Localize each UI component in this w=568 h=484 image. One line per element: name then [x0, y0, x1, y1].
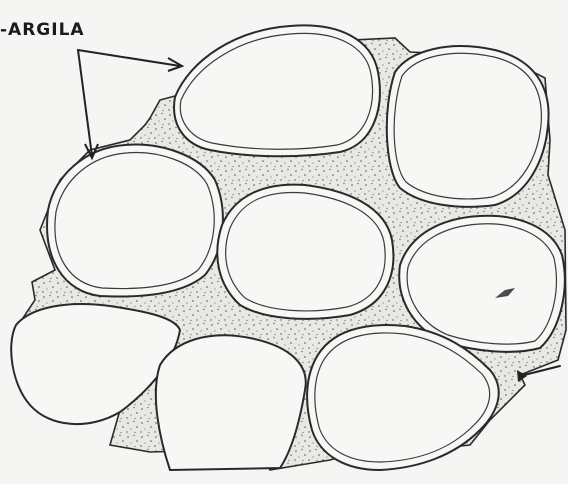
sand-grain-center — [217, 185, 393, 319]
sand-grain-top-right — [387, 46, 549, 207]
arrow-line-down — [78, 50, 92, 156]
arrow-line-right — [78, 50, 180, 66]
clay-label: -ARGILA — [0, 20, 85, 40]
sand-grain-left — [47, 145, 223, 297]
sand-grain-bottom-center — [156, 335, 306, 470]
sand-grain-top-center — [174, 25, 380, 156]
